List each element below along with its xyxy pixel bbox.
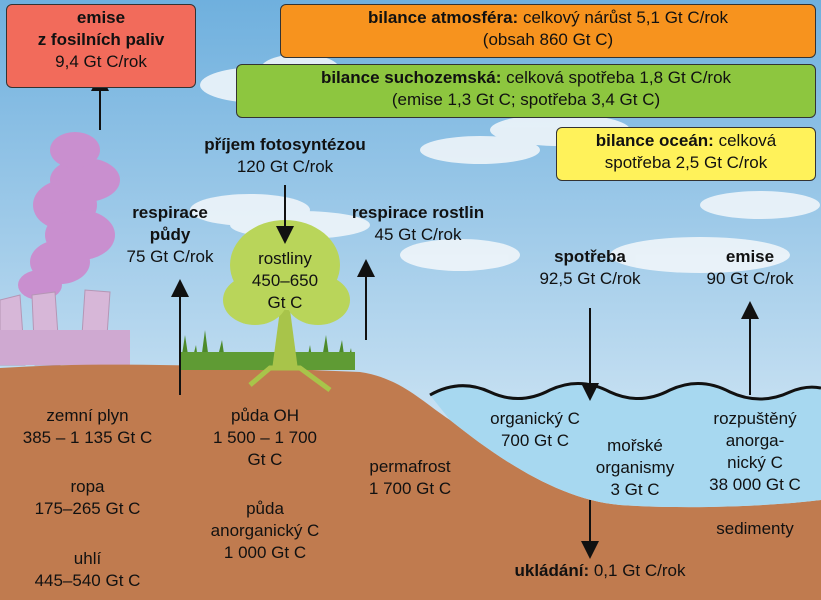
factory: [0, 289, 130, 366]
oil-line2: 175–265 Gt C: [34, 499, 141, 518]
fossil-value: 9,4 Gt C/rok: [55, 52, 147, 71]
soil-respiration-label: respirace půdy 75 Gt C/rok: [90, 202, 250, 268]
coal-line1: uhlí: [73, 549, 102, 568]
ocean-balance-line1: celková: [713, 131, 777, 150]
dissolved-carbon-label: rozpuštěný anorga- nický C 38 000 Gt C: [690, 408, 820, 496]
smoke-plume: [18, 132, 120, 300]
coal-label: uhlí 445–540 Gt C: [0, 548, 175, 592]
ocean-uptake-value: 92,5 Gt C/rok: [539, 269, 641, 288]
ocean-uptake-title: spotřeba: [554, 247, 626, 266]
dissolved-line1: rozpuštěný: [713, 409, 797, 428]
ocean-balance-line2: spotřeba 2,5 Gt C/rok: [604, 153, 768, 172]
soil-organic-line3: Gt C: [247, 450, 283, 469]
soil: [0, 364, 821, 600]
soil-respiration-title2: půdy: [149, 225, 191, 244]
soil-inorganic-line1: půda: [246, 499, 284, 518]
plants-line2: 450–650: [251, 271, 319, 290]
soil-organic-label: půda OH 1 500 – 1 700 Gt C: [190, 405, 340, 471]
atmosphere-balance-box: bilance atmosféra: celkový nárůst 5,1 Gt…: [280, 4, 816, 58]
ocean-emission-label: emise 90 Gt C/rok: [680, 246, 820, 290]
marine-organisms-label: mořské organismy 3 Gt C: [575, 435, 695, 501]
land-line2: (emise 1,3 Gt C; spotřeba 3,4 Gt C): [391, 90, 661, 109]
tree: [223, 220, 350, 393]
atmosphere-line2: (obsah 860 Gt C): [482, 30, 614, 49]
land-balance-box: bilance suchozemská: celková spotřeba 1,…: [236, 64, 816, 118]
soil-inorganic-label: půda anorganický C 1 000 Gt C: [190, 498, 340, 564]
marine-organisms-line1: mořské: [607, 436, 663, 455]
soil-organic-line2: 1 500 – 1 700: [213, 428, 317, 447]
soil-inorganic-line3: 1 000 Gt C: [223, 543, 307, 562]
ocean-balance-box: bilance oceán: celková spotřeba 2,5 Gt C…: [556, 127, 816, 181]
ocean-balance-title: bilance oceán:: [595, 131, 714, 150]
storage-value: 0,1 Gt C/rok: [589, 561, 686, 580]
plants-line1: rostliny: [258, 249, 312, 268]
ocean-organic-label: organický C 700 Gt C: [465, 408, 605, 452]
ocean-uptake-label: spotřeba 92,5 Gt C/rok: [500, 246, 680, 290]
ocean-water: [430, 383, 821, 508]
atmosphere-title: bilance atmosféra:: [368, 8, 519, 27]
natural-gas-line1: zemní plyn: [46, 406, 129, 425]
fossil-title-line1: emise: [76, 8, 126, 27]
marine-organisms-line3: 3 Gt C: [610, 480, 660, 499]
permafrost-label: permafrost 1 700 Gt C: [345, 456, 475, 500]
dissolved-line4: 38 000 Gt C: [709, 475, 801, 494]
photosynthesis-title: příjem fotosyntézou: [204, 135, 366, 154]
land-line1: celková spotřeba 1,8 Gt C/rok: [501, 68, 732, 87]
ocean-emission-value: 90 Gt C/rok: [706, 269, 794, 288]
sediments-label: sedimenty: [716, 519, 794, 538]
land-title: bilance suchozemská:: [320, 68, 502, 87]
dissolved-line2: anorga-: [725, 431, 785, 450]
marine-organisms-line2: organismy: [595, 458, 675, 477]
photosynthesis-label: příjem fotosyntézou 120 Gt C/rok: [155, 134, 415, 178]
atmosphere-line1: celkový nárůst 5,1 Gt C/rok: [518, 8, 728, 27]
dissolved-line3: nický C: [727, 453, 783, 472]
permafrost-line1: permafrost: [369, 457, 451, 476]
plant-respiration-title: respirace rostlin: [351, 203, 485, 222]
ocean-emission-title: emise: [725, 247, 775, 266]
natural-gas-label: zemní plyn 385 – 1 135 Gt C: [0, 405, 175, 449]
storage-title: ukládání:: [514, 561, 590, 580]
photosynthesis-value: 120 Gt C/rok: [236, 157, 334, 176]
plants-line3: Gt C: [267, 293, 303, 312]
grass: [180, 330, 355, 370]
coal-line2: 445–540 Gt C: [34, 571, 141, 590]
fossil-emission-box: emise z fosilních paliv 9,4 Gt C/rok: [6, 4, 196, 88]
oil-line1: ropa: [70, 477, 105, 496]
ocean-organic-line1: organický C: [490, 409, 580, 428]
plants-label: rostliny 450–650 Gt C: [235, 248, 335, 314]
ocean-surface: [429, 381, 821, 401]
soil-organic-line1: půda OH: [230, 406, 300, 425]
storage-label: ukládání: 0,1 Gt C/rok: [470, 560, 730, 582]
soil-respiration-value: 75 Gt C/rok: [126, 247, 214, 266]
plant-respiration-value: 45 Gt C/rok: [374, 225, 462, 244]
oil-label: ropa 175–265 Gt C: [0, 476, 175, 520]
natural-gas-line2: 385 – 1 135 Gt C: [22, 428, 153, 447]
permafrost-line2: 1 700 Gt C: [368, 479, 452, 498]
soil-inorganic-line2: anorganický C: [210, 521, 320, 540]
plant-respiration-label: respirace rostlin 45 Gt C/rok: [318, 202, 518, 246]
soil-respiration-title1: respirace: [132, 203, 208, 222]
ocean-organic-line2: 700 Gt C: [500, 431, 570, 450]
fossil-title-line2: z fosilních paliv: [37, 30, 165, 49]
